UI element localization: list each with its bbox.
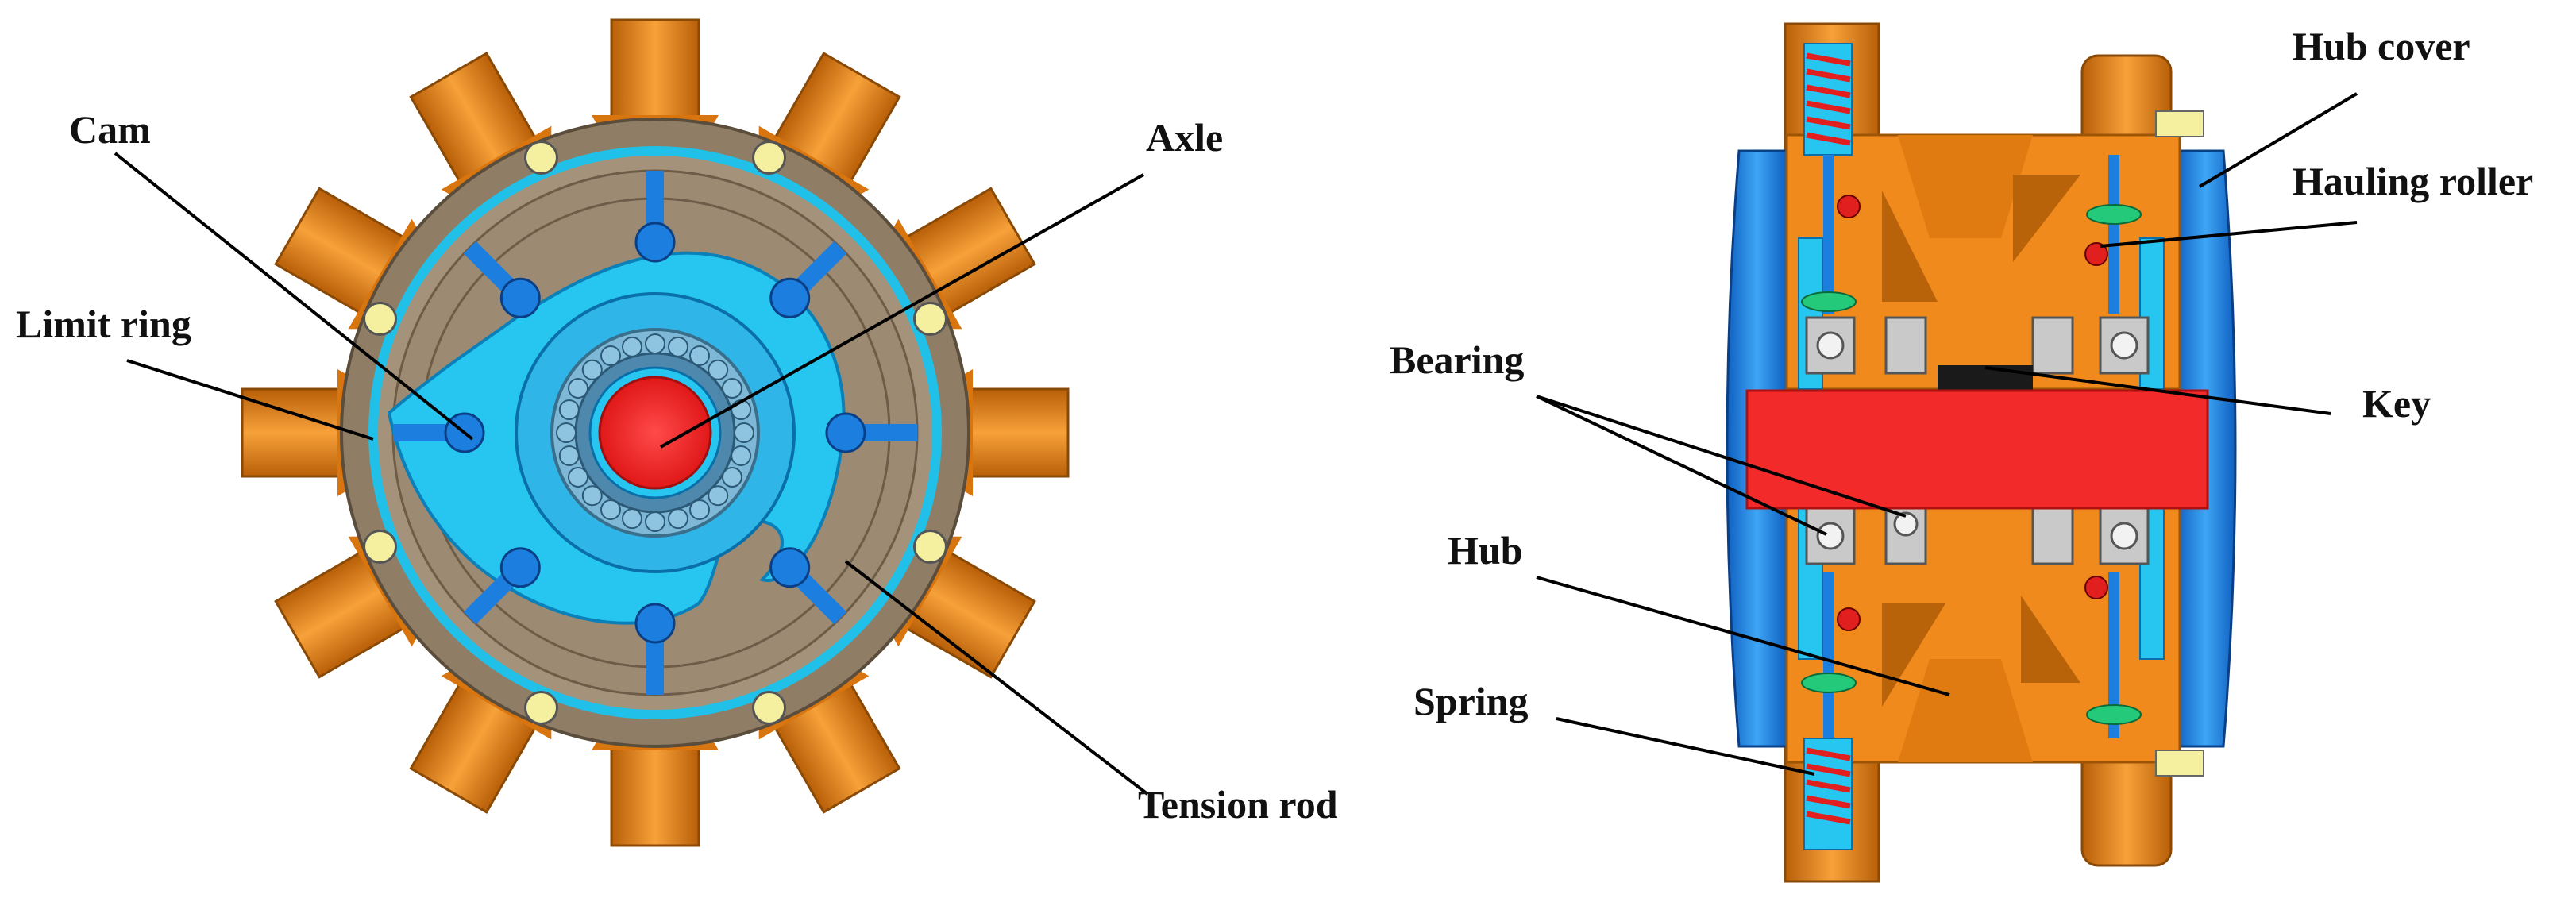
hub-bolt <box>363 530 398 565</box>
bearing-ball <box>558 399 580 421</box>
label-axle: Axle <box>1146 115 1223 160</box>
hub-rib-2 <box>1882 191 1938 302</box>
hub-bolt <box>752 141 787 175</box>
hub-bolt <box>752 690 787 725</box>
right-panel-hub-section <box>1726 22 2237 883</box>
label-hub-cover: Hub cover <box>2293 24 2470 68</box>
bearing-balls <box>556 333 754 532</box>
hub-rib-3 <box>2021 596 2080 683</box>
bearing-ball <box>556 422 577 443</box>
tension-rod-head <box>769 547 811 588</box>
bearing-ball <box>622 508 643 530</box>
hub-web-upper <box>1898 135 2033 238</box>
bearing-ball <box>622 336 643 357</box>
bearing-ball <box>721 378 742 399</box>
hub-cover-bolt-top <box>2155 110 2204 137</box>
bearing-ball <box>689 345 710 367</box>
hub-bolt <box>363 301 398 336</box>
bearing-ball <box>558 445 580 466</box>
tension-rod-head <box>499 547 541 588</box>
hub-bolt <box>523 690 558 725</box>
tension-rod-head <box>634 603 676 644</box>
bearing-ball <box>667 508 688 530</box>
label-spring: Spring <box>1413 679 1529 723</box>
bearing-ball <box>645 511 665 532</box>
bearing-ball <box>708 485 729 507</box>
bearing-ball <box>600 499 621 520</box>
bearing-ball <box>581 359 603 380</box>
bearing-ball <box>568 467 589 488</box>
tension-rod-head <box>825 412 866 453</box>
key <box>1938 365 2033 391</box>
bearing-ball <box>708 359 729 380</box>
label-limit-ring: Limit ring <box>16 302 191 346</box>
tension-rod-head <box>499 277 541 318</box>
label-tension-rod: Tension rod <box>1138 782 1338 827</box>
bearing-ball <box>731 445 752 466</box>
bearing-ball <box>645 333 665 354</box>
hub-web-lower <box>1898 659 2033 762</box>
label-cam: Cam <box>69 107 151 152</box>
leader-lines <box>114 92 2358 796</box>
left-panel-hub-front-view <box>241 18 1070 847</box>
tension-rod-head <box>634 222 676 263</box>
hub-bolts <box>363 141 947 725</box>
bearing-ball <box>568 378 589 399</box>
bearing-ball <box>581 485 603 507</box>
axle <box>598 376 712 490</box>
hub-bolt <box>912 301 947 336</box>
label-key: Key <box>2362 381 2431 426</box>
label-bearing: Bearing <box>1390 337 1524 382</box>
hub-bolt <box>523 141 558 175</box>
hub-cover-bolt-bottom <box>2155 750 2204 777</box>
axle-section <box>1745 389 2209 510</box>
hauling-rollers <box>1801 155 2142 738</box>
bearing-ball <box>600 345 621 367</box>
labels: Cam Limit ring Axle Tension rod Hub cove… <box>16 24 2533 827</box>
label-hub: Hub <box>1448 528 1523 572</box>
bearing-ball <box>667 336 688 357</box>
tension-rods <box>393 171 917 695</box>
tension-rod-head <box>769 277 811 318</box>
hub-rib-1 <box>2013 175 2080 262</box>
label-hauling-roller: Hauling roller <box>2293 159 2533 203</box>
bearing-ball <box>734 422 754 443</box>
bearing-ball <box>689 499 710 520</box>
springs <box>1803 43 1853 850</box>
bearing-ball <box>721 467 742 488</box>
hub-bolt <box>912 530 947 565</box>
